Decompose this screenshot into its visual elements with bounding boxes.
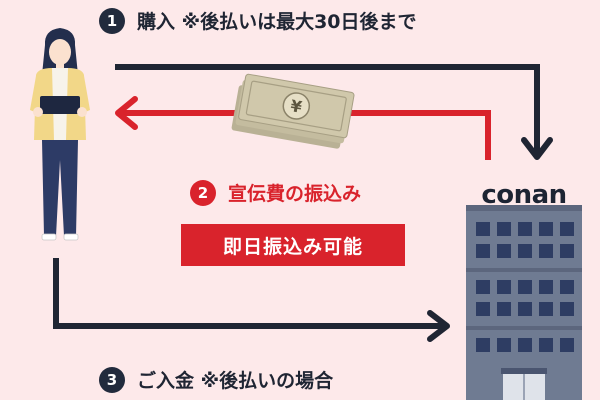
step-badge: 2: [190, 179, 216, 206]
person-icon: [30, 28, 90, 241]
yen-symbol: ¥: [289, 96, 303, 117]
arrow-deposit: [53, 258, 450, 342]
step-label: ご入金 ※後払いの場合: [137, 370, 334, 392]
building-icon: [466, 205, 582, 400]
step-2-ad-fee: 2 宣伝費の振込み: [190, 179, 361, 206]
step-3-deposit: 3 ご入金 ※後払いの場合: [99, 366, 333, 393]
arrow-down-icon: [521, 137, 553, 160]
step-label: 購入 ※後払いは最大30日後まで: [137, 11, 417, 33]
company-name: conan: [481, 180, 567, 210]
arrow-right-icon: [427, 310, 450, 342]
building-windows: [476, 222, 574, 352]
step-badge: 1: [99, 7, 125, 34]
step-label: 宣伝費の振込み: [228, 183, 362, 205]
step-badge: 3: [99, 366, 125, 393]
same-day-transfer-label: 即日振込み可能: [181, 224, 405, 266]
arrow-left-icon: [115, 96, 138, 130]
step-1-purchase: 1 購入 ※後払いは最大30日後まで: [99, 7, 417, 34]
arrow-purchase: [115, 64, 553, 160]
banknote-icon: ¥: [231, 73, 355, 149]
